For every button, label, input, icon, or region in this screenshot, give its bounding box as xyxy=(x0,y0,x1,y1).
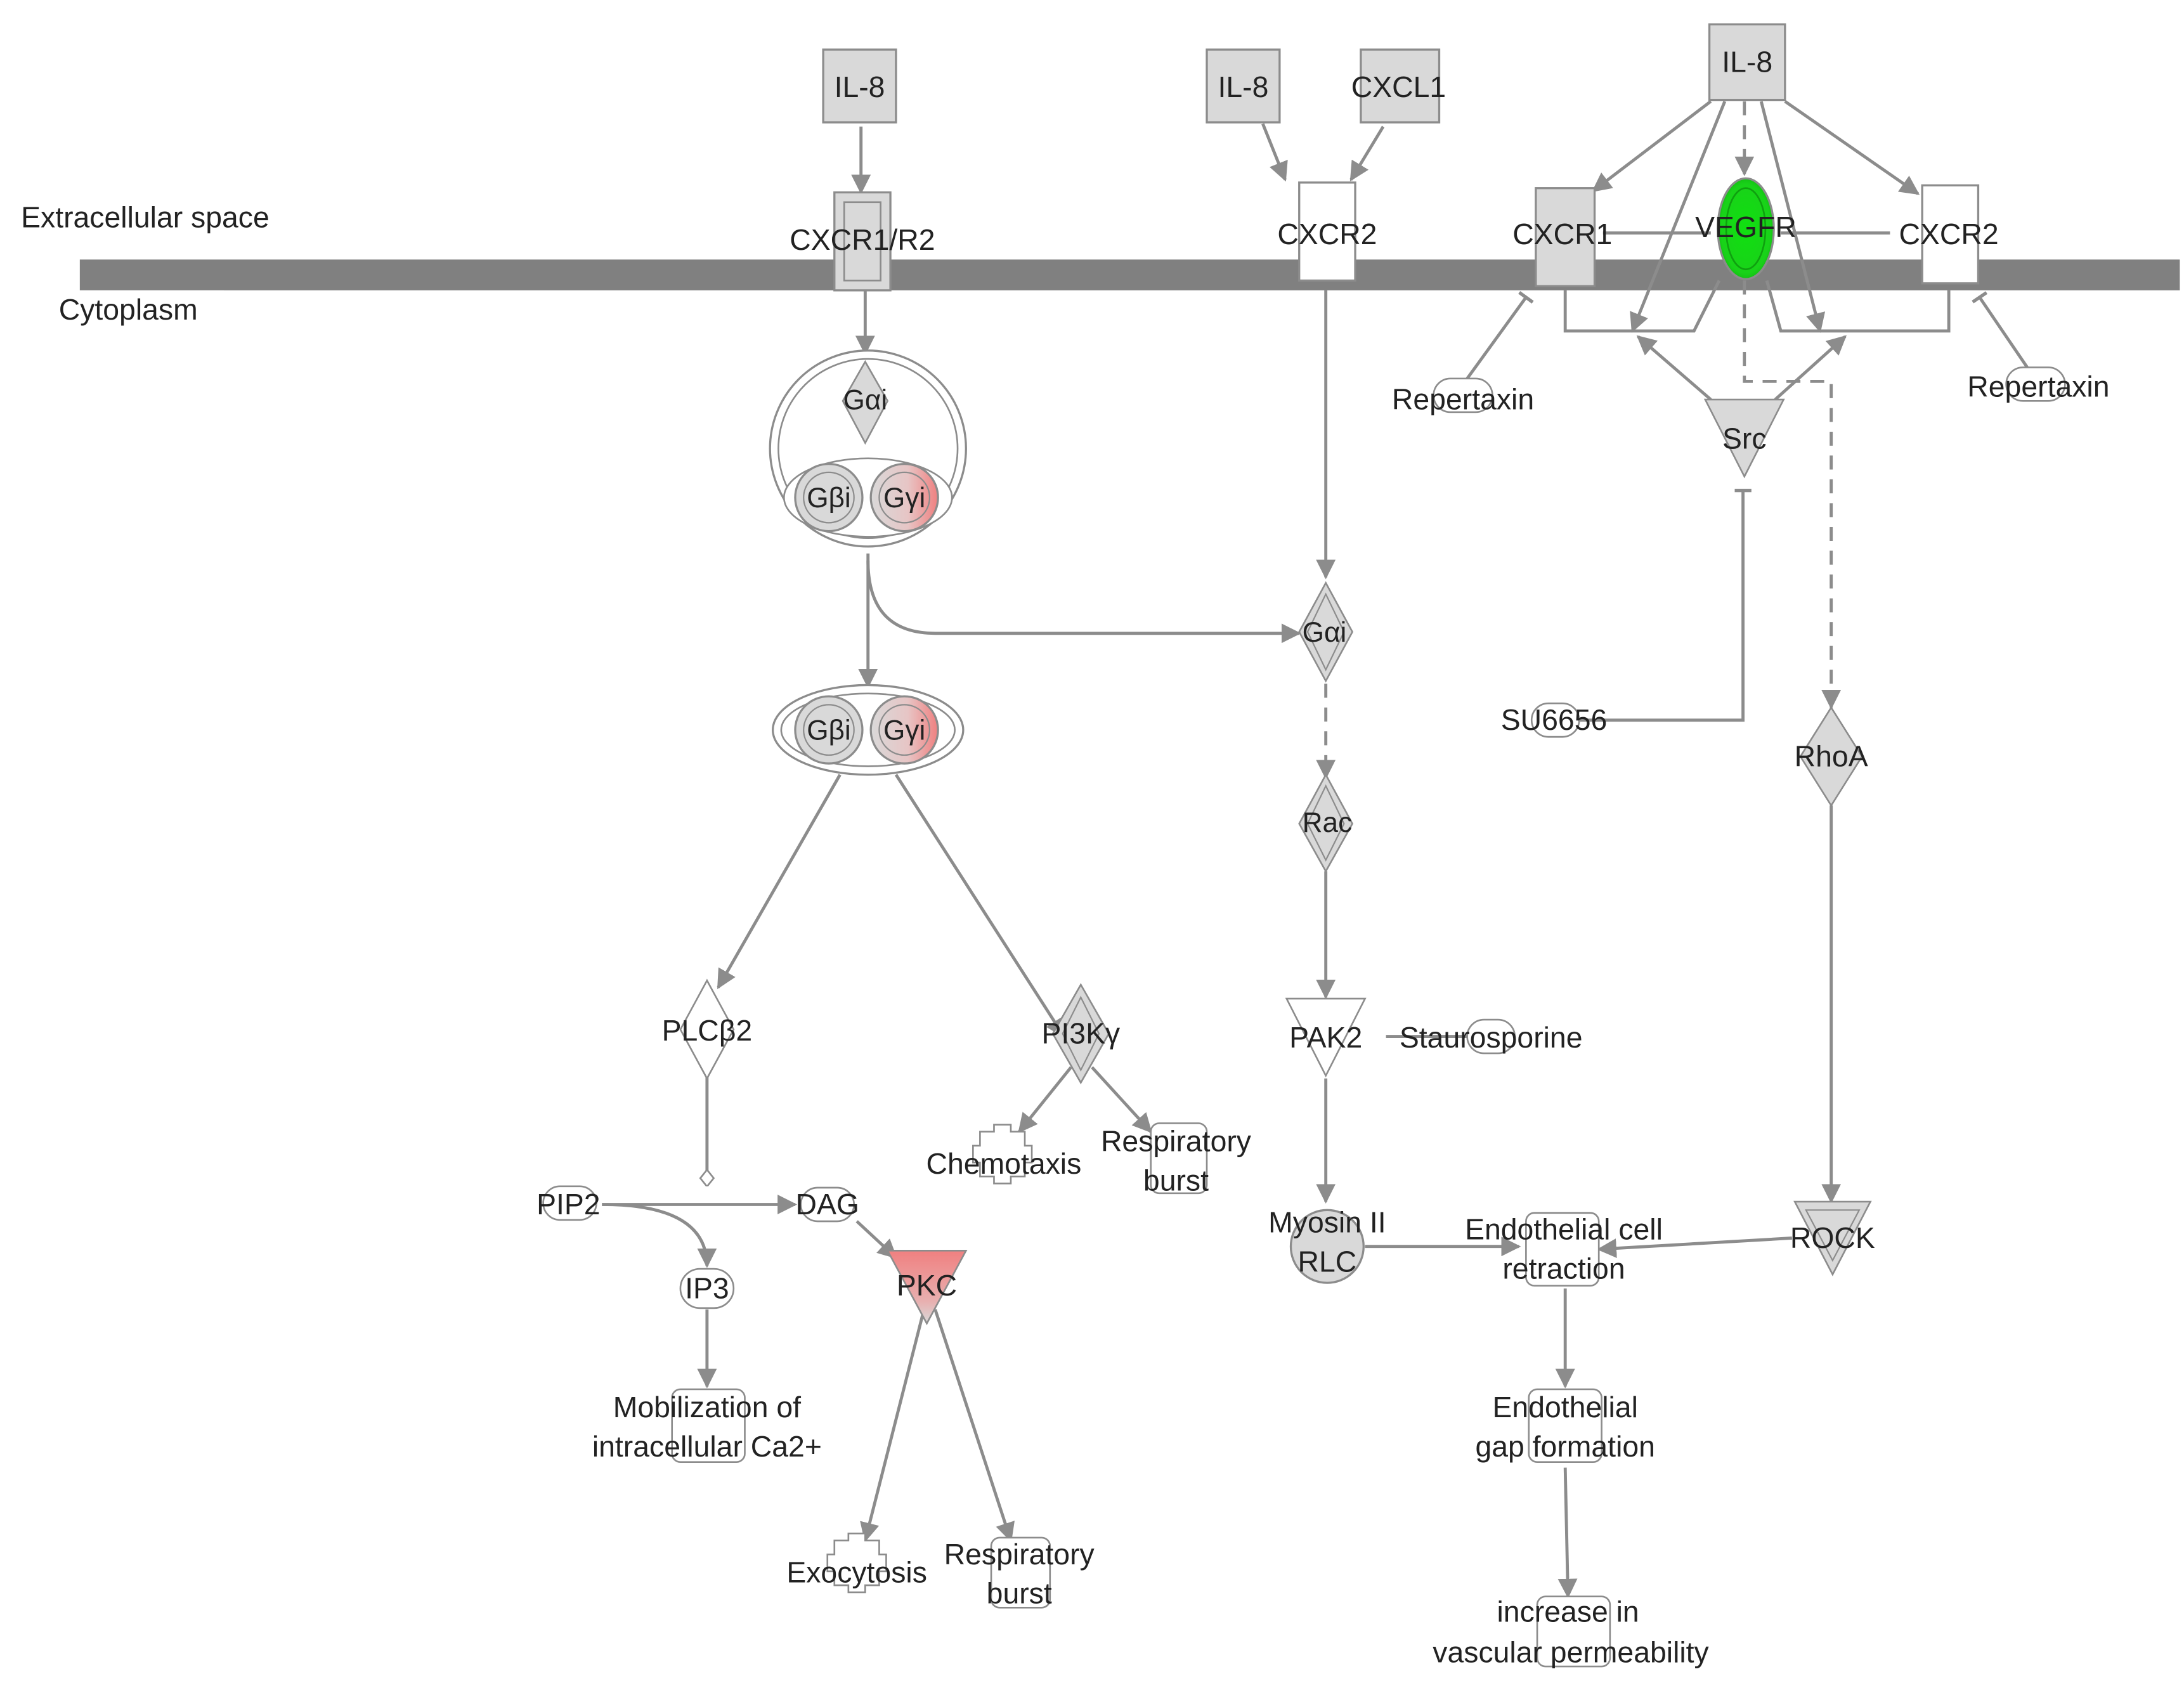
node-plcb2[interactable]: PLCβ2 xyxy=(662,978,753,1081)
svg-text:RhoA: RhoA xyxy=(1795,739,1868,772)
svg-text:Gγi: Gγi xyxy=(883,483,925,514)
svg-text:IP3: IP3 xyxy=(685,1271,729,1304)
node-cxcr1[interactable]: CXCR1 xyxy=(1512,187,1612,287)
process-respiratory-burst-upper[interactable]: Respiratory burst xyxy=(1101,1122,1252,1197)
drug-repertaxin-left[interactable]: Repertaxin xyxy=(1392,377,1534,416)
svg-text:vascular permeability: vascular permeability xyxy=(1433,1635,1709,1668)
process-respiratory-burst-lower[interactable]: Respiratory burst xyxy=(944,1536,1095,1610)
node-rhoa[interactable]: RhoA xyxy=(1795,706,1868,807)
svg-text:burst: burst xyxy=(987,1577,1052,1610)
svg-text:Endothelial cell: Endothelial cell xyxy=(1465,1213,1663,1246)
svg-text:CXCR2: CXCR2 xyxy=(1277,217,1377,250)
svg-text:Respiratory: Respiratory xyxy=(944,1538,1095,1571)
g-beta-gamma-complex[interactable]: Gβi Gγi xyxy=(771,684,965,776)
svg-text:Gαi: Gαi xyxy=(1303,617,1347,648)
node-il8-middle[interactable]: IL-8 xyxy=(1206,48,1281,124)
node-myosin-ii-rlc[interactable]: Myosin II RLC xyxy=(1268,1206,1386,1284)
svg-text:VEGFR: VEGFR xyxy=(1695,211,1797,243)
node-vegfr[interactable]: VEGFR xyxy=(1695,177,1797,280)
svg-text:Repertaxin: Repertaxin xyxy=(1967,370,2109,403)
cell-membrane xyxy=(79,259,2180,290)
process-increase-vascular-permeability[interactable]: increase in vascular permeability xyxy=(1433,1595,1709,1668)
svg-text:Gγi: Gγi xyxy=(883,715,925,746)
svg-text:CXCL1: CXCL1 xyxy=(1351,70,1446,103)
svg-text:PKC: PKC xyxy=(897,1269,957,1302)
cytoplasm-label: Cytoplasm xyxy=(59,293,198,326)
svg-text:Repertaxin: Repertaxin xyxy=(1392,383,1534,416)
svg-text:Respiratory: Respiratory xyxy=(1101,1125,1252,1158)
node-src[interactable]: Src xyxy=(1703,398,1785,479)
edges xyxy=(602,100,2029,1599)
svg-text:PLCβ2: PLCβ2 xyxy=(662,1014,753,1047)
svg-text:Gαi: Gαi xyxy=(843,385,888,416)
svg-text:Staurosporine: Staurosporine xyxy=(1400,1021,1583,1054)
svg-text:CXCR2: CXCR2 xyxy=(1899,217,1999,250)
chemical-pip2[interactable]: PIP2 xyxy=(536,1185,601,1221)
node-pi3kg[interactable]: PI3Kγ xyxy=(1041,983,1121,1085)
svg-text:IL-8: IL-8 xyxy=(1218,70,1268,103)
process-endothelial-cell-retraction[interactable]: Endothelial cell retraction xyxy=(1465,1212,1663,1287)
svg-text:Gβi: Gβi xyxy=(807,483,851,514)
node-rac[interactable]: Rac xyxy=(1298,772,1354,873)
svg-text:DAG: DAG xyxy=(796,1188,859,1221)
svg-text:IL-8: IL-8 xyxy=(1722,45,1772,78)
node-pkc[interactable]: PKC xyxy=(886,1250,968,1325)
node-pak2[interactable]: PAK2 xyxy=(1285,997,1367,1078)
svg-text:Rac: Rac xyxy=(1303,807,1353,838)
node-g-alpha-i[interactable]: Gαi xyxy=(1298,581,1354,683)
drug-su6656[interactable]: SU6656 xyxy=(1501,702,1608,738)
process-endothelial-gap-formation[interactable]: Endothelial gap formation xyxy=(1475,1388,1655,1464)
node-il8-left[interactable]: IL-8 xyxy=(822,48,897,124)
node-cxcl1[interactable]: CXCL1 xyxy=(1351,48,1446,124)
svg-text:Myosin II: Myosin II xyxy=(1268,1206,1386,1239)
process-chemotaxis[interactable]: Chemotaxis xyxy=(926,1124,1082,1184)
node-cxcr2-middle[interactable]: CXCR2 xyxy=(1277,181,1377,282)
drug-staurosporine[interactable]: Staurosporine xyxy=(1400,1018,1583,1055)
node-rock[interactable]: ROCK xyxy=(1790,1200,1875,1276)
svg-text:Src: Src xyxy=(1722,422,1767,455)
svg-text:Chemotaxis: Chemotaxis xyxy=(926,1147,1082,1180)
svg-text:Mobilization of: Mobilization of xyxy=(613,1391,801,1424)
svg-text:CXCR1: CXCR1 xyxy=(1512,217,1612,250)
svg-text:PAK2: PAK2 xyxy=(1289,1021,1362,1054)
chemical-ip3[interactable]: IP3 xyxy=(679,1268,735,1309)
svg-text:Exocytosis: Exocytosis xyxy=(786,1556,927,1589)
svg-text:burst: burst xyxy=(1143,1164,1209,1197)
node-cxcr2-right[interactable]: CXCR2 xyxy=(1899,184,1999,285)
svg-text:PIP2: PIP2 xyxy=(536,1188,601,1221)
node-il8-right[interactable]: IL-8 xyxy=(1708,23,1786,101)
svg-text:retraction: retraction xyxy=(1502,1252,1625,1285)
chemical-dag[interactable]: DAG xyxy=(796,1186,859,1223)
svg-text:RLC: RLC xyxy=(1298,1245,1357,1278)
extracellular-space-label: Extracellular space xyxy=(21,201,270,234)
svg-text:PI3Kγ: PI3Kγ xyxy=(1041,1017,1121,1050)
drug-repertaxin-right[interactable]: Repertaxin xyxy=(1967,366,2110,403)
svg-text:CXCR1/R2: CXCR1/R2 xyxy=(790,223,935,256)
svg-text:intracellular Ca2+: intracellular Ca2+ xyxy=(592,1430,822,1463)
g-protein-complex-heterotrimer[interactable]: Gαi Gβi Gγi xyxy=(769,349,967,548)
svg-text:ROCK: ROCK xyxy=(1790,1221,1875,1254)
svg-text:increase in: increase in xyxy=(1497,1595,1639,1628)
process-mobilization-ca[interactable]: Mobilization of intracellular Ca2+ xyxy=(592,1388,822,1464)
svg-text:Endothelial: Endothelial xyxy=(1492,1391,1637,1424)
svg-text:IL-8: IL-8 xyxy=(835,70,885,103)
svg-text:SU6656: SU6656 xyxy=(1501,703,1608,736)
node-cxcr1-r2[interactable]: CXCR1/R2 xyxy=(790,191,935,292)
svg-text:Gβi: Gβi xyxy=(807,715,851,746)
svg-text:gap formation: gap formation xyxy=(1475,1430,1654,1463)
process-exocytosis[interactable]: Exocytosis xyxy=(786,1532,927,1593)
